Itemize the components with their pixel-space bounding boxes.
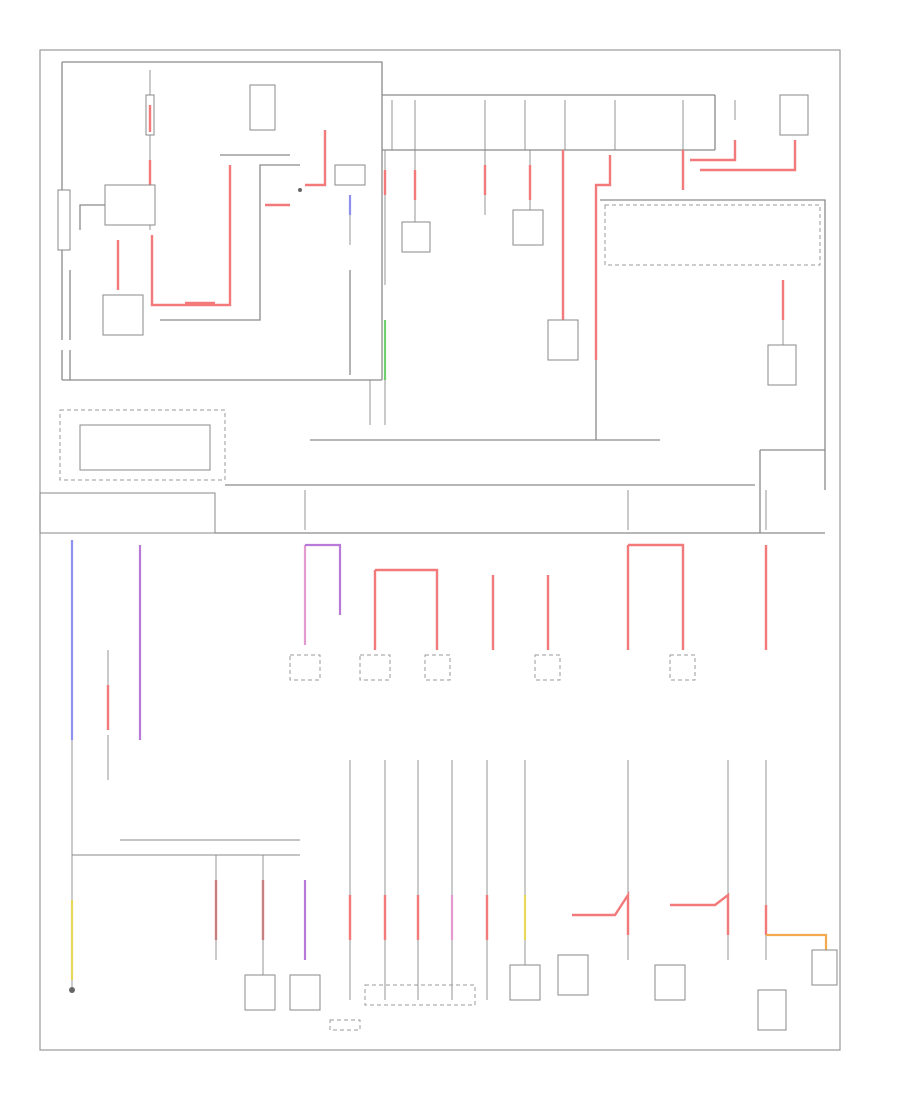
branch-circuits — [69, 540, 768, 993]
main-bus — [39, 409, 825, 534]
relay-box — [59, 409, 226, 481]
relay-section-right — [600, 199, 826, 490]
fuse-bus-top — [382, 94, 809, 440]
battery-symbol — [57, 189, 71, 251]
bottom-loads — [214, 760, 838, 1031]
battery-section — [57, 61, 383, 381]
diagram-frame — [39, 49, 841, 1051]
